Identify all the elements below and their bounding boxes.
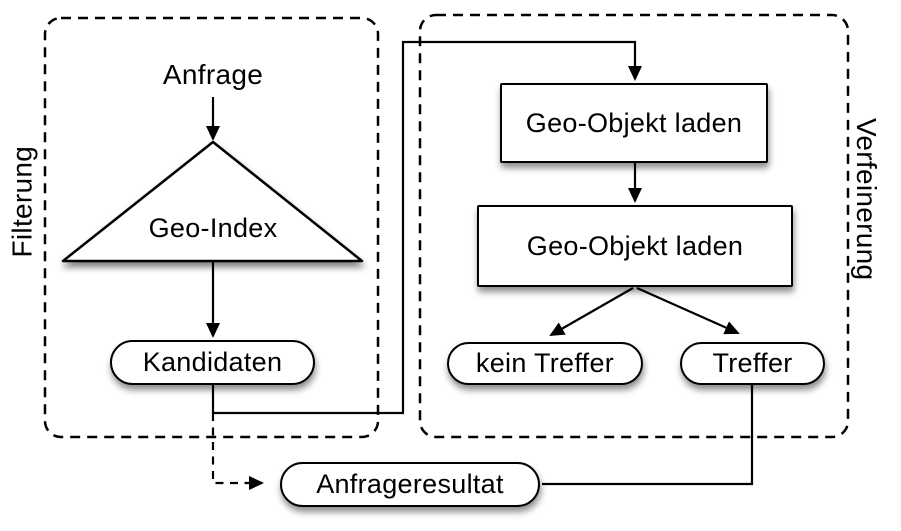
edge-treffer-to-anfrageresultat <box>542 385 754 486</box>
kein-treffer-node: kein Treffer <box>447 342 643 385</box>
edge-kandidaten-to-anfrageresultat-dashed <box>211 413 264 490</box>
treffer-node: Treffer <box>680 342 825 385</box>
filterung-group-frame <box>43 16 380 439</box>
verfeinerung-group-label: Verfeinerung <box>851 118 882 281</box>
geo-objekt-laden-node-1: Geo-Objekt laden <box>500 83 768 163</box>
kandidaten-node: Kandidaten <box>110 340 315 385</box>
edge-geo-objekt-laden-2-to-treffer <box>636 286 740 335</box>
verfeinerung-group-frame <box>418 13 850 439</box>
anfrage-label: Anfrage <box>162 59 264 90</box>
edge-kandidaten-to-geo-objekt-laden-1 <box>211 40 642 415</box>
anfrageresultat-node: Anfrageresultat <box>280 462 540 507</box>
edge-geo-objekt-laden-2-to-kein-treffer <box>549 287 634 336</box>
geo-index-label: Geo-Index <box>148 212 278 243</box>
geo-index-triangle <box>61 140 364 263</box>
geo-objekt-laden-node-2: Geo-Objekt laden <box>477 205 793 287</box>
filterung-group-label: Filterung <box>6 145 38 258</box>
